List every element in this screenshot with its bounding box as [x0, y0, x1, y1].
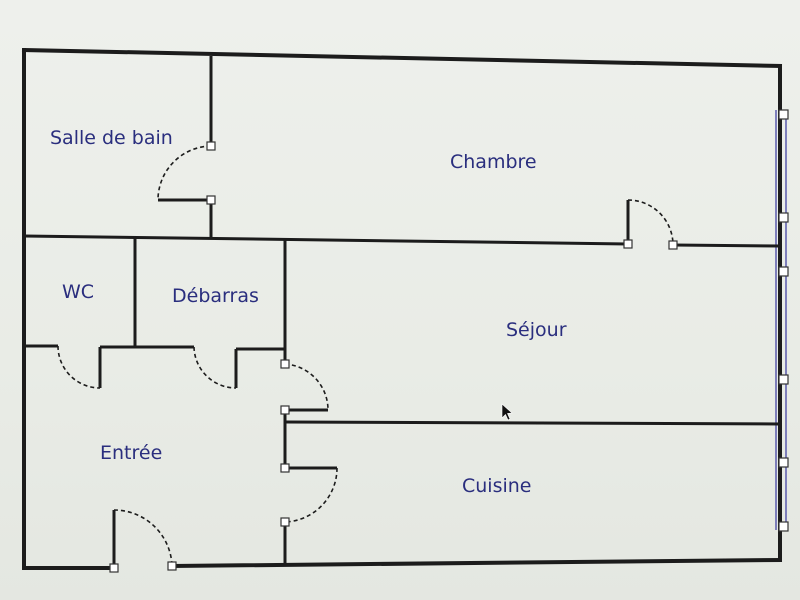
label-debarras: Débarras	[172, 285, 259, 307]
window-handle	[778, 109, 789, 120]
room-labels: Salle de bain Chambre WC Débarras Séjour…	[50, 127, 567, 497]
door-swing-debarras	[193, 346, 237, 389]
door-markers	[109, 141, 678, 573]
outer-walls	[21, 47, 783, 570]
door-marker	[280, 359, 290, 369]
wall-chambre-bottom-right	[672, 243, 781, 248]
wall-sejour-cuisine	[284, 420, 781, 426]
door-marker	[280, 517, 290, 527]
window-handle	[778, 374, 789, 385]
wall-chambre-bottom	[23, 234, 629, 246]
window-handle	[778, 212, 789, 223]
door-marker	[167, 561, 177, 571]
label-wc: WC	[62, 281, 94, 303]
door-swing-entrance	[113, 509, 173, 567]
label-sejour: Séjour	[506, 319, 567, 341]
door-marker	[280, 405, 290, 415]
door-marker	[623, 239, 633, 249]
wall-bottom-right	[169, 557, 783, 569]
door-marker	[206, 195, 216, 205]
door-marker	[206, 141, 216, 151]
door-marker	[668, 240, 678, 250]
label-cuisine: Cuisine	[462, 475, 532, 497]
window-handle	[778, 266, 789, 277]
label-salle-de-bain: Salle de bain	[50, 127, 173, 149]
window-handle	[778, 521, 789, 532]
window-handles	[778, 109, 789, 532]
door-swing-chambre	[627, 199, 674, 246]
wall-top	[21, 47, 783, 69]
interior-walls	[23, 56, 781, 568]
label-entree: Entrée	[100, 442, 162, 464]
door-marker	[280, 463, 290, 473]
door-swing-cuisine	[284, 467, 338, 523]
label-chambre: Chambre	[450, 151, 537, 173]
door-swing-wc	[57, 345, 101, 389]
cursor-icon	[501, 403, 513, 421]
door-swing-sejour	[284, 363, 329, 411]
door-swings	[57, 145, 674, 567]
window-handle	[778, 457, 789, 468]
door-swing-bathroom	[157, 145, 212, 201]
door-marker	[109, 563, 119, 573]
